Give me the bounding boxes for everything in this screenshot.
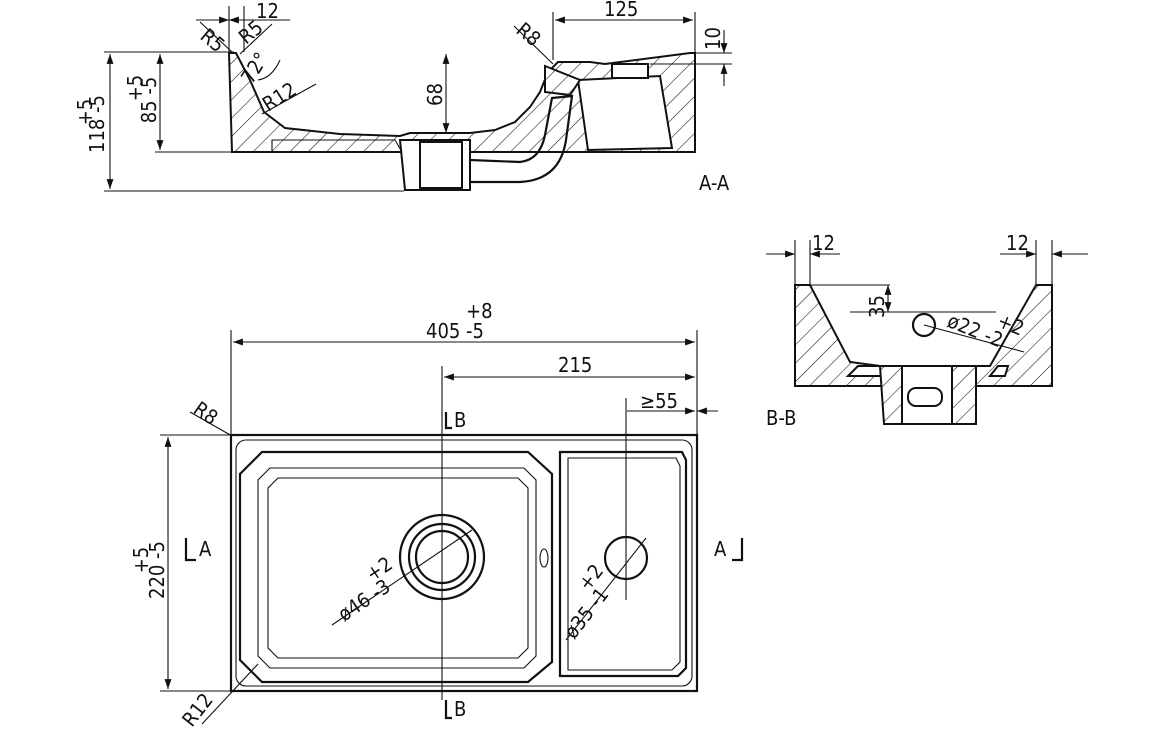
plan-marker-b-top: B [454,408,466,432]
plan-dim-215: 215 [558,353,592,377]
section-aa: +5 118 -5 +5 85 -5 12 R5 R5 72° R12 68 R… [73,0,732,195]
plan-r8: R8 [189,396,222,429]
plan-tap-leader [565,537,647,641]
plan-r12: R12 [177,688,218,731]
section-bb: 12 12 35 +2 ø22 -2 B-B [766,231,1088,430]
section-aa-overflow [469,94,574,184]
bb-hole: ø22 -2 [944,308,1006,352]
section-bb-label: B-B [766,406,796,430]
section-bb-overflow-hole [907,387,943,407]
section-aa-base-line [271,139,403,153]
section-aa-tap-recess [576,74,674,152]
plan-basin-outline [238,450,554,684]
aa-r5-left-leader [199,21,233,53]
plan-dim-220: 220 -5 [145,541,169,599]
section-aa-body [227,52,696,153]
plan-overflow-slot [539,548,549,568]
plan-basin-inner [257,467,537,669]
aa-dim-12: 12 [256,0,279,23]
aa-r8-leader [513,25,554,65]
plan-marker-a-right: A [714,537,727,561]
aa-r8: R8 [512,17,546,51]
plan-dim-55: ≥55 [640,389,678,413]
section-aa-overflow-wall [544,64,582,97]
plan-r12-leader [201,663,259,725]
aa-r12-leader [261,83,317,115]
bb-hole-leader [923,324,1025,353]
aa-dim-118: 118 -5 [85,95,109,153]
plan-tap: ø35 -1 [559,583,613,643]
aa-dim-125: 125 [604,0,638,21]
plan-marker-a-right-arrow [732,538,744,562]
plan-outer-rim [235,439,693,687]
plan-dim-220-tol: +5 [129,547,153,574]
section-bb-basin-floor-right [987,365,1010,377]
bb-dim-12-left: 12 [812,231,835,255]
plan-marker-b-bottom-arrow [444,700,452,720]
section-aa-drain-hole [419,141,463,189]
section-bb-tap-hole [911,312,937,338]
bb-dim-35: 35 [865,295,889,318]
aa-r5-right-leader [239,23,273,55]
aa-dim-68: 68 [423,83,447,106]
plan-basin-inner2 [267,477,529,659]
bb-dim-12-right: 12 [1006,231,1029,255]
plan-tap-deck-inner [567,457,681,671]
plan-tap-deck [558,450,688,678]
plan-outer-outline [229,433,699,693]
plan-dim-405-tol: +8 [466,299,493,323]
plan-drain: ø46 -3 [333,574,394,626]
section-aa-tap-slot [611,63,649,79]
plan-marker-b-top-arrow [444,412,452,430]
aa-dim-10: 10 [701,27,725,50]
plan-marker-a-left-arrow [184,538,196,562]
plan-r8-leader [189,411,233,437]
aa-angle-arc [257,59,281,81]
plan-view: +8 405 -5 215 ≥55 R8 R12 +5 220 -5 +2 ø4… [129,299,744,731]
aa-dim-118-tol: +5 [73,99,97,126]
plan-drain-leader [331,529,473,626]
aa-dim-85-tol: +5 [123,75,147,102]
plan-marker-b-bottom: B [454,697,466,721]
section-aa-label: A-A [699,171,730,195]
plan-marker-a-left: A [199,537,212,561]
aa-dim-85: 85 -5 [137,77,161,124]
plan-dim-405: 405 -5 [426,319,484,343]
